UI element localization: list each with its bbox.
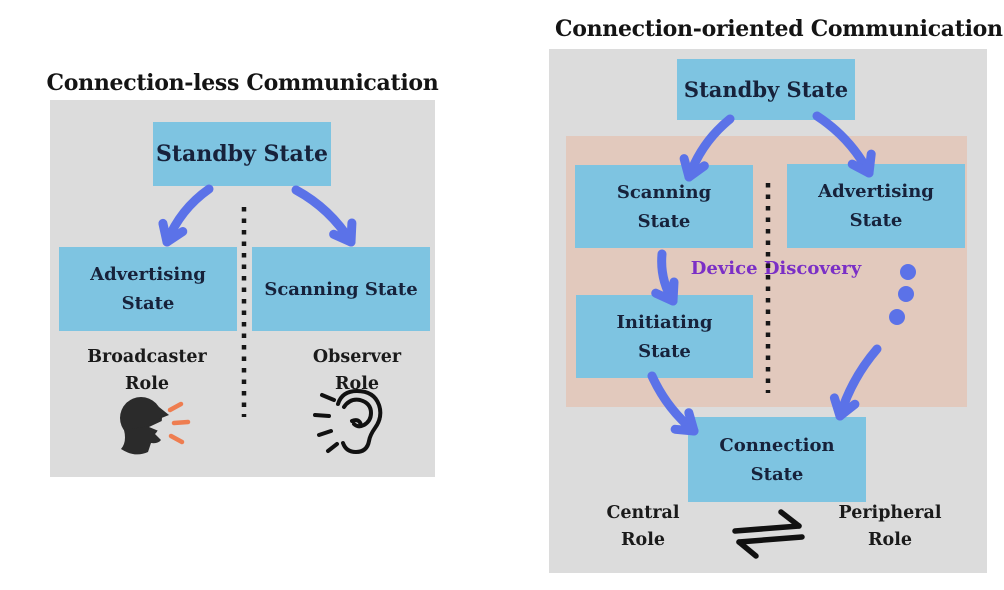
right-panel-title: Connection-oriented Communication: [555, 16, 1003, 42]
role-label-line: Central: [606, 503, 680, 523]
box-label-line: Connection: [719, 434, 835, 456]
central-role-label: Central Role: [558, 500, 728, 554]
advertising-state-box: Advertising State: [59, 247, 237, 331]
connection-state-box: Connection State: [688, 417, 866, 502]
advertising-state-box: Advertising State: [787, 164, 965, 248]
device-discovery-label: Device Discovery: [690, 258, 862, 279]
role-label-line: Peripheral: [838, 503, 942, 523]
box-label-line: State: [849, 210, 903, 231]
box-label: Standby State: [156, 140, 328, 167]
role-label-line: Role: [621, 530, 665, 550]
box-label-line: Advertising: [818, 181, 934, 202]
box-label-line: State: [637, 210, 691, 232]
box-label-line: Initiating: [616, 311, 713, 333]
role-label-line: Broadcaster: [87, 347, 207, 367]
observer-role-label: Observer Role: [272, 344, 442, 398]
standby-state-box: Standby State: [677, 59, 855, 120]
role-label-line: Role: [125, 374, 169, 394]
role-label-line: Role: [868, 530, 912, 550]
scanning-state-box: Scanning State: [252, 247, 430, 331]
left-panel-title: Connection-less Communication: [46, 70, 439, 96]
box-label-line: Advertising: [90, 264, 206, 285]
box-label-line: State: [638, 340, 691, 362]
box-label-line: Scanning: [616, 181, 712, 203]
standby-state-box: Standby State: [153, 122, 331, 186]
initiating-state-box: Initiating State: [576, 295, 753, 378]
role-label-line: Role: [335, 374, 379, 394]
box-label: Standby State: [683, 77, 849, 102]
box-label-line: State: [750, 463, 804, 485]
role-label-line: Observer: [312, 347, 402, 367]
scanning-state-box: Scanning State: [575, 165, 753, 248]
broadcaster-role-label: Broadcaster Role: [62, 344, 232, 398]
box-label: Scanning State: [264, 278, 418, 300]
box-label-line: State: [121, 293, 175, 314]
peripheral-role-label: Peripheral Role: [805, 500, 975, 554]
